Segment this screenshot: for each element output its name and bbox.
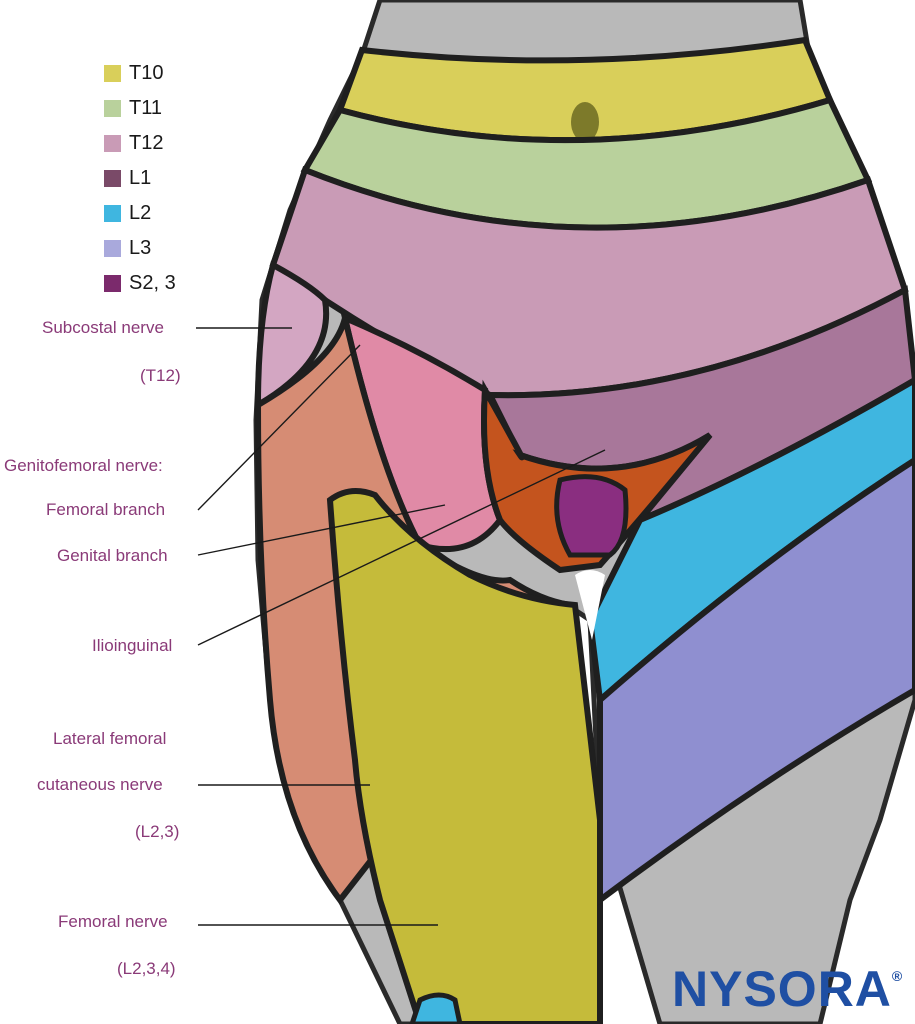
- legend-swatch: [104, 65, 121, 82]
- leader-femoral-branch: [197, 344, 361, 511]
- legend-label: T11: [129, 97, 162, 119]
- legend-item: L1: [104, 161, 176, 196]
- legend-label: T12: [129, 132, 164, 154]
- label-cutaneous-nerve: cutaneous nerve: [37, 775, 163, 794]
- legend-swatch: [104, 240, 121, 257]
- legend-item: T10: [104, 56, 176, 91]
- band-l3: [597, 456, 915, 906]
- label-femoral-nerve-level: (L2,3,4): [117, 959, 176, 978]
- legend-item: T12: [104, 126, 176, 161]
- legend-swatch: [104, 205, 121, 222]
- legend-label: L1: [129, 167, 152, 189]
- legend-item: L3: [104, 231, 176, 266]
- navel: [571, 102, 599, 142]
- label-lateral-femoral-level: (L2,3): [135, 822, 180, 841]
- legend: T10 T11 T12 L1 L2 L3 S2, 3: [104, 56, 176, 301]
- legend-label: L3: [129, 237, 152, 259]
- femoral-nerve-region: [326, 488, 603, 1024]
- legend-item: S2, 3: [104, 266, 176, 301]
- label-femoral-branch: Femoral branch: [46, 500, 166, 519]
- legend-label: S2, 3: [129, 272, 176, 294]
- legend-label: T10: [129, 62, 164, 84]
- label-femoral-nerve: Femoral nerve: [58, 912, 168, 931]
- leader-genital-branch: [197, 504, 446, 556]
- label-subcostal-nerve: Subcostal nerve: [42, 318, 164, 337]
- legend-swatch: [104, 170, 121, 187]
- legend-swatch: [104, 100, 121, 117]
- label-subcostal-level: (T12): [140, 366, 181, 385]
- logo-text: NYSORA: [672, 961, 892, 1017]
- nysora-logo: NYSORA®: [672, 960, 903, 1018]
- legend-label: L2: [129, 202, 152, 224]
- thigh-gap: [575, 570, 605, 640]
- label-genital-branch: Genital branch: [57, 546, 168, 565]
- legend-swatch: [104, 275, 121, 292]
- s23-region: [554, 474, 629, 558]
- leader-ilioinguinal: [197, 449, 606, 646]
- legend-item: T11: [104, 91, 176, 126]
- label-ilioinguinal: Ilioinguinal: [92, 636, 173, 655]
- band-l2-lower: [409, 992, 463, 1024]
- leader-lines: [196, 327, 606, 926]
- legend-swatch: [104, 135, 121, 152]
- label-lateral-femoral: Lateral femoral: [53, 729, 167, 748]
- legend-item: L2: [104, 196, 176, 231]
- label-genitofemoral-nerve: Genitofemoral nerve:: [4, 456, 163, 475]
- registered-mark: ®: [891, 968, 904, 984]
